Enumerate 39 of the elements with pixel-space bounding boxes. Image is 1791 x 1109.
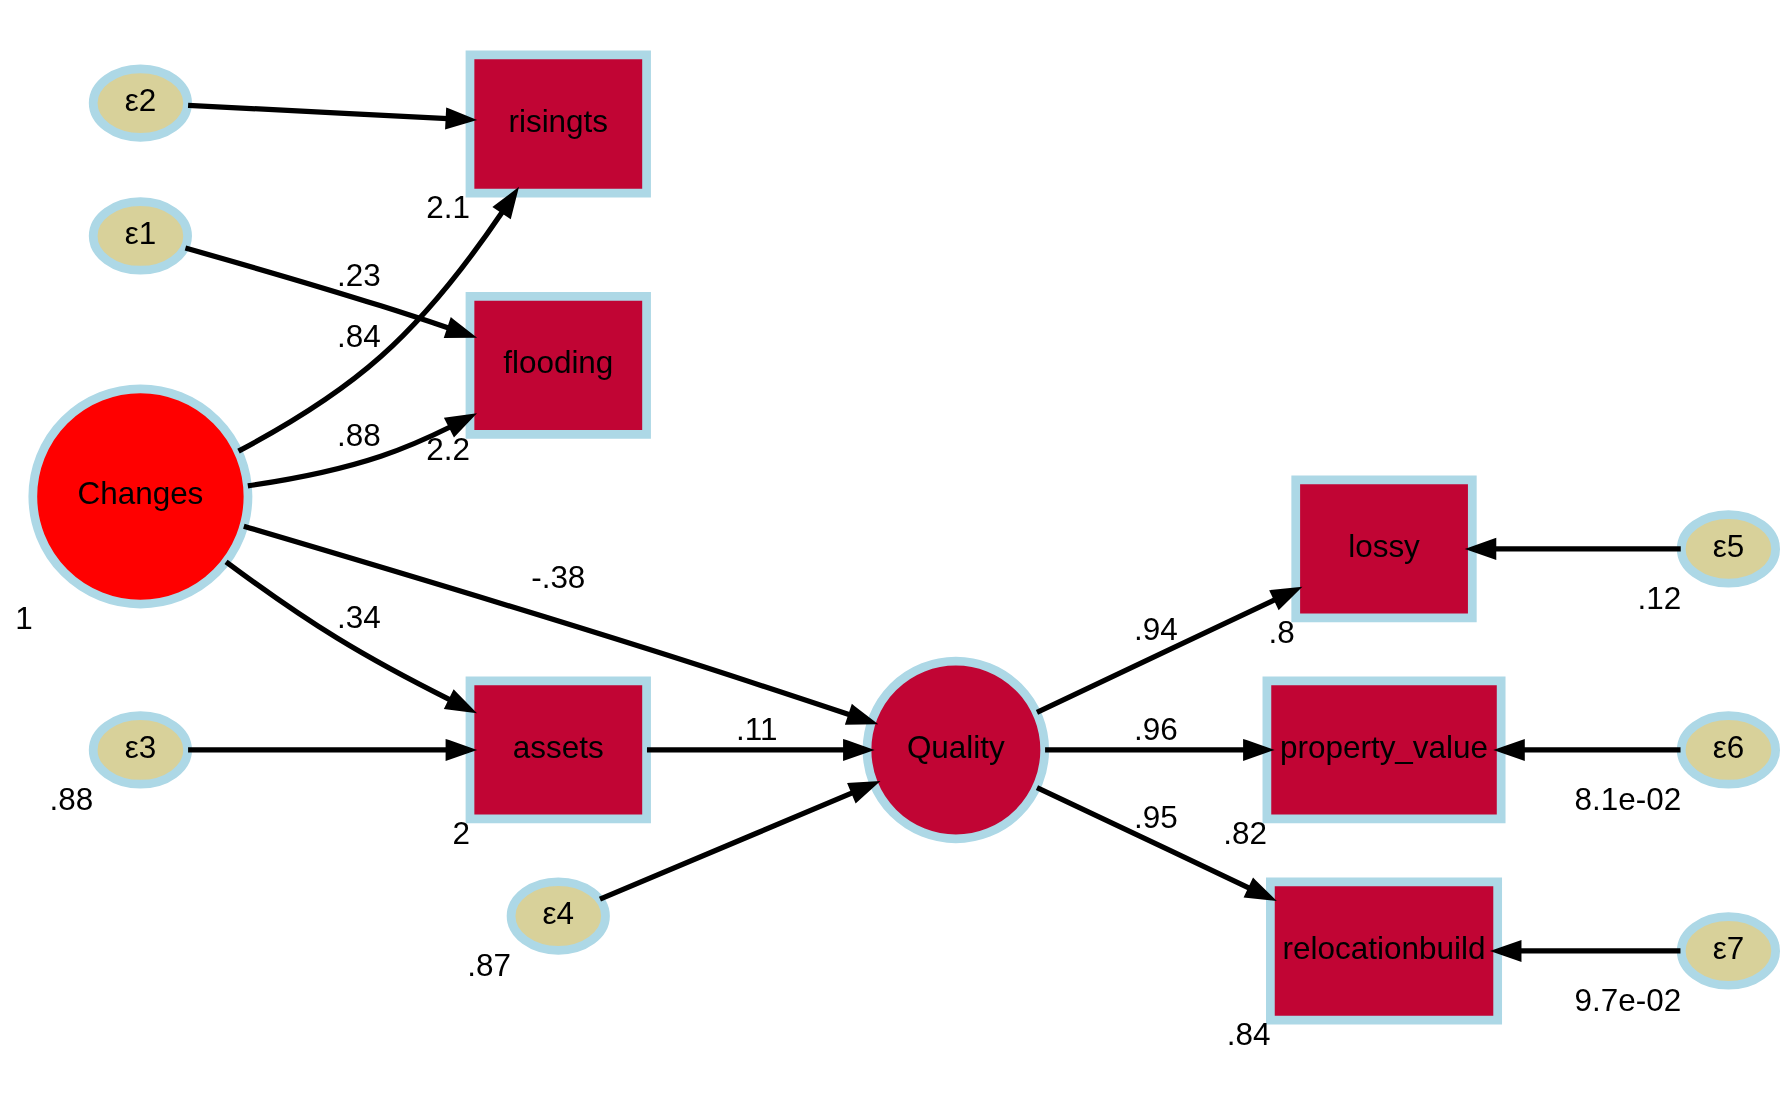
arrow — [184, 245, 478, 338]
node-ellipse: ε3 — [88, 710, 192, 789]
edge-label: .96 — [1134, 711, 1178, 747]
arrow — [1493, 738, 1681, 761]
edge-label: .88 — [337, 417, 381, 453]
arrow — [1035, 784, 1277, 901]
arrow — [224, 559, 477, 713]
node-box: relocationbuild — [1266, 877, 1503, 1024]
node-box: lossy — [1291, 474, 1477, 622]
arrow — [243, 523, 879, 725]
node-box: risingts — [465, 50, 651, 197]
arrow — [188, 738, 478, 761]
node-ellipse: ε7 — [1676, 911, 1780, 990]
node-ellipse: ε2 — [88, 63, 192, 142]
arrow — [1464, 537, 1681, 560]
edge-label: .23 — [337, 257, 381, 293]
edge-label: .34 — [337, 599, 381, 635]
node-ellipse: ε4 — [506, 876, 610, 955]
arrow — [647, 738, 875, 761]
edge-label: -.38 — [531, 559, 586, 595]
edge-label: .95 — [1134, 799, 1178, 835]
arrow — [187, 102, 478, 129]
edge-label: .84 — [337, 318, 381, 354]
node-box: flooding — [465, 291, 651, 439]
node-box: property_value — [1262, 676, 1506, 823]
edge-label: .94 — [1134, 611, 1178, 647]
arrow — [1035, 586, 1303, 715]
edge-label: .11 — [736, 711, 778, 747]
arrow — [1489, 939, 1681, 962]
node-circle: Quality — [862, 656, 1050, 843]
arrow — [598, 780, 881, 902]
arrow — [237, 186, 519, 453]
arrow — [247, 412, 477, 488]
node-ellipse: ε1 — [88, 196, 192, 275]
node-circle: Changes — [28, 383, 253, 608]
node-ellipse: ε6 — [1676, 710, 1780, 789]
arrow — [1045, 738, 1275, 761]
node-ellipse: ε5 — [1676, 509, 1780, 587]
node-box: assets — [465, 676, 651, 823]
